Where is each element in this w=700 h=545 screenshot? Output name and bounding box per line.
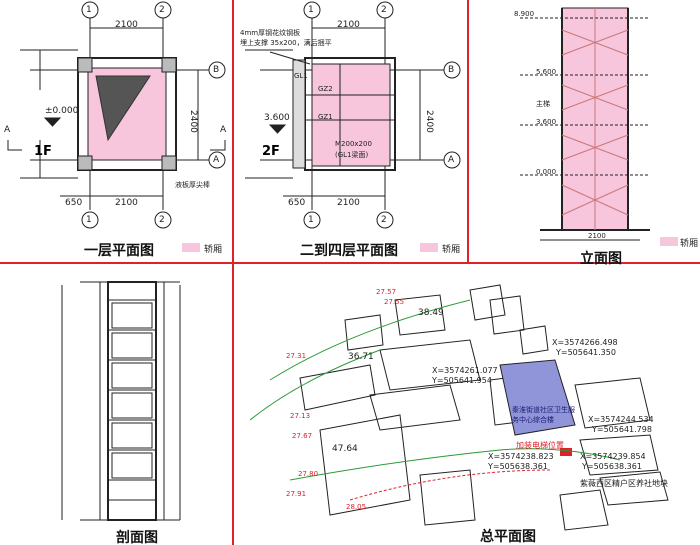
floor2-gz1: GZ1 <box>318 113 333 121</box>
elevation-level-2: 5.600 <box>536 68 557 76</box>
site-spot6: 27.91 <box>286 490 307 498</box>
floor2-floor: 2F <box>262 144 280 159</box>
site-spot1: 27.57 <box>376 288 397 296</box>
elevation-level-3: 3.600 <box>536 118 557 126</box>
site-building-label: 秦淮街道社区卫生服务中心综合楼 <box>512 406 575 424</box>
floor2-legend-swatch <box>420 243 438 252</box>
floor1-title: 一层平面图 <box>84 243 154 259</box>
elevation-level-1: 8.900 <box>514 10 535 18</box>
floor1-grid-bottom-2: 2 <box>159 215 165 225</box>
site-elev3: 47.64 <box>332 444 358 454</box>
floor1-dim-top: 2100 <box>115 20 138 30</box>
floor2-dim-side: 2400 <box>424 110 434 133</box>
floor2-dim-br: 2100 <box>337 198 360 208</box>
floor2-note1: 4mm厚钢花纹钢板 <box>240 29 301 37</box>
floor1-section-left: A <box>4 125 11 135</box>
floor1-legend-swatch <box>182 243 200 252</box>
floor2-gl1: GL1 <box>294 72 308 80</box>
site-coord1: X=3574266.498 <box>552 338 618 347</box>
site-spot5: 27.67 <box>292 432 313 440</box>
floor2-plan <box>245 16 460 210</box>
site-elev2: 36.71 <box>348 352 374 362</box>
floor2-title: 二到四层平面图 <box>300 243 398 259</box>
site-south-label: 紫薇西区精户区养社地块 <box>580 479 668 488</box>
section-drawing <box>61 281 181 521</box>
elevation-legend: 轿厢 <box>680 239 699 249</box>
floor2-beam2: (GL1梁面) <box>335 151 369 159</box>
site-coord2b: Y=505641.954 <box>432 376 492 385</box>
site-spot3: 27.31 <box>286 352 307 360</box>
floor2-grid-bottom-1: 1 <box>308 215 314 225</box>
site-coord1b: Y=505641.350 <box>556 348 616 357</box>
floor1-grid-B: B <box>213 65 220 75</box>
elevation-drawing <box>520 7 650 241</box>
floor2-gz2: GZ2 <box>318 85 333 93</box>
site-spot8: 27.80 <box>298 470 319 478</box>
floor2-grid-A: A <box>448 155 455 165</box>
elevation-title: 立面图 <box>580 251 622 267</box>
elevation-tag: 主梯 <box>536 100 550 108</box>
floor1-legend: 轿厢 <box>204 245 223 255</box>
floor1-gridbubbles <box>81 1 226 229</box>
floor2-legend: 轿厢 <box>442 245 461 255</box>
floor2-level: 3.600 <box>264 113 290 123</box>
site-coord5: X=3574239.854 <box>580 452 646 461</box>
elevation-level-4: 0.000 <box>536 168 557 176</box>
site-coord4: X=3574238.823 <box>488 452 554 461</box>
floor1-level: ±0.000 <box>45 106 79 116</box>
site-coord4b: Y=505638.361 <box>488 462 548 471</box>
floor1-grid-top-1: 1 <box>86 5 92 15</box>
section-title: 剖面图 <box>116 530 158 545</box>
floor2-grid-top-1: 1 <box>308 5 314 15</box>
floor1-note: 液板厚尖棒 <box>175 181 210 189</box>
site-spot7: 28.05 <box>346 503 367 511</box>
floor2-dim-bl: 650 <box>288 198 306 208</box>
floor1-plan <box>7 16 226 210</box>
floor2-dim-top: 2100 <box>337 20 360 30</box>
site-coord5b: Y=505638.361 <box>582 462 642 471</box>
floor1-floor: 1F <box>34 144 52 159</box>
floor2-note2: 埋上支撑 35x200，满后捆平 <box>240 39 332 47</box>
floor2-grid-B: B <box>448 65 455 75</box>
site-coord3b: Y=505641.798 <box>592 425 652 434</box>
elevation-bottom-dim: 2100 <box>588 232 606 240</box>
floor2-grid-bottom-2: 2 <box>381 215 387 225</box>
floor1-grid-bottom-1: 1 <box>86 215 92 225</box>
site-elev1: 38.49 <box>418 308 444 318</box>
floor1-section-right: A <box>220 125 227 135</box>
floor1-dim-br: 2100 <box>115 198 138 208</box>
elevation-legend-swatch <box>660 237 678 246</box>
site-plan <box>249 284 669 531</box>
site-spot2: 27.55 <box>384 298 405 306</box>
floor1-grid-top-2: 2 <box>159 5 165 15</box>
floor2-beam1: M200x200 <box>335 140 372 148</box>
floor2-gridbubbles <box>303 1 461 229</box>
floor1-dim-side: 2400 <box>188 110 198 133</box>
site-spot4: 27.13 <box>290 412 311 420</box>
floor2-grid-top-2: 2 <box>381 5 387 15</box>
floor1-grid-A: A <box>213 155 220 165</box>
site-lift-label: 加装电梯位置 <box>516 441 564 450</box>
site-title: 总平面图 <box>480 529 536 545</box>
site-coord2: X=3574261.077 <box>432 366 498 375</box>
floor1-dim-bl: 650 <box>65 198 83 208</box>
site-coord3: X=3574244.534 <box>588 415 654 424</box>
